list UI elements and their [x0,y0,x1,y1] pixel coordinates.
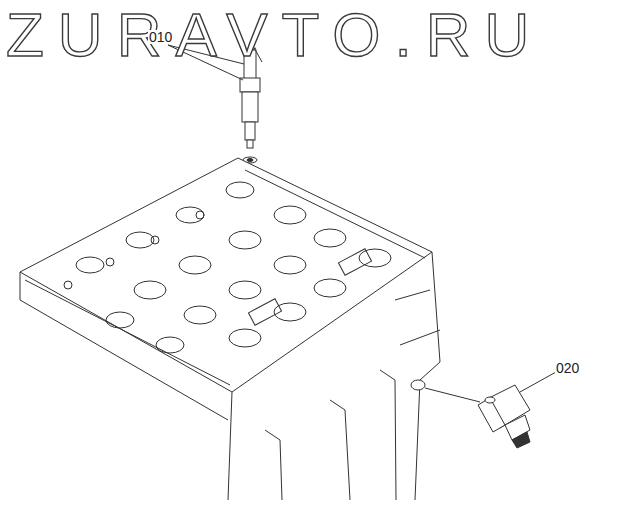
watermark: ZURAVTO.RU [6,4,543,66]
pressure-sensor [478,385,530,448]
callout-number: 020 [555,361,580,375]
leader-line [168,45,556,402]
callout-number: 010 [148,30,173,44]
cylinder-head [20,158,440,500]
